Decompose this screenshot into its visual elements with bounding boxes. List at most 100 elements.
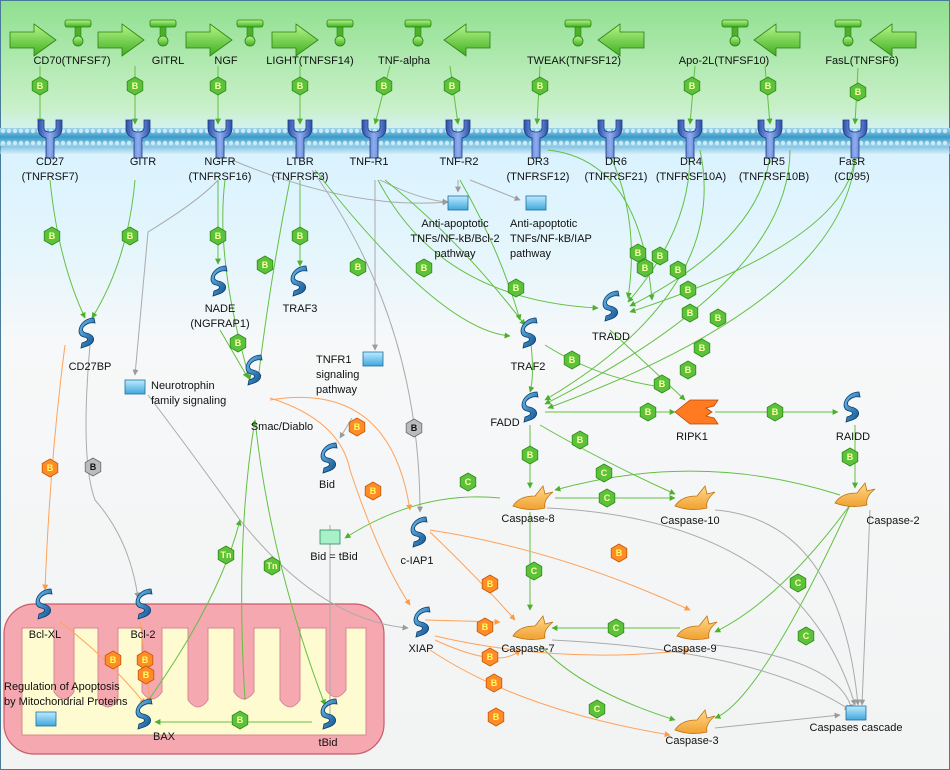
anti-apoptotic-bcl2-box [447, 195, 469, 211]
badge-1-text: B [132, 81, 139, 91]
caspase-label-3: Caspase-3 [665, 735, 718, 747]
ligand-label-7: FasL(TNFSF6) [825, 55, 898, 67]
bidtbid-label: Bid = tBid [310, 551, 357, 563]
badge-37-text: C [465, 477, 472, 487]
mitochondrion [3, 603, 385, 755]
ligand-label-6: Apo-2L(TNFSF10) [679, 55, 769, 67]
receptor-alt-7: (TNFRSF21) [585, 171, 648, 183]
edge-42 [539, 424, 676, 495]
protein-label-tradd: TRADD [592, 331, 630, 343]
protein-tbid-icon [320, 698, 338, 730]
badge-57-text: B [143, 670, 150, 680]
protein-fadd-icon [521, 391, 539, 423]
mito-regulation-box [35, 711, 57, 727]
receptor-name-8: DR4 [680, 156, 702, 168]
protein-traf3-icon [290, 265, 308, 297]
edge-65 [269, 397, 411, 606]
receptor-7-icon [597, 119, 623, 159]
ligand-arrow-light [271, 23, 319, 57]
badge-5: B [443, 76, 461, 96]
badge-11: B [121, 226, 139, 246]
badge-29: B [229, 333, 247, 353]
badge-22-text: B [685, 285, 692, 295]
badge-46-text: B [47, 463, 54, 473]
edge-16 [219, 329, 249, 379]
edge-55 [859, 509, 871, 706]
badge-7: B [683, 76, 701, 96]
badge-11-text: B [127, 231, 134, 241]
cascade-label: Caspases cascade [810, 722, 903, 734]
badge-49-text: B [616, 548, 623, 558]
neuro-label-1: Neurotrophin [151, 380, 215, 392]
badge-17-text: B [513, 283, 520, 293]
protein-ripk1-icon [674, 399, 719, 425]
receptor-name-1: GITR [130, 156, 156, 168]
edge-10 [49, 179, 86, 319]
anti1-label-1: Anti-apoptotic [421, 218, 489, 230]
receptor-alt-6: (TNFRSF12) [507, 171, 570, 183]
protein-label-traf3: TRAF3 [283, 303, 318, 315]
badge-26: B [563, 350, 581, 370]
badge-9: B [849, 82, 867, 102]
badge-24-text: B [715, 313, 722, 323]
receptor-5-icon [445, 119, 471, 159]
caspase-label-9: Caspase-9 [663, 643, 716, 655]
edge-22 [469, 179, 521, 201]
badge-40-text: C [795, 578, 802, 588]
badge-47: B [348, 417, 366, 437]
protein-label-bclxl: Bcl-XL [29, 629, 61, 641]
badge-54: B [487, 707, 505, 727]
protein-label-fadd: FADD [490, 417, 519, 429]
badge-45-text: Tn [267, 561, 278, 571]
caspase-label-2: Caspase-2 [866, 515, 919, 527]
badge-17: B [507, 278, 525, 298]
ligand-tee-gitrl [149, 19, 177, 47]
badge-32: B [571, 430, 589, 450]
tnfr1-pathway-box [362, 351, 384, 367]
ligand-arrow-apo2l [753, 23, 801, 57]
badge-4-text: B [381, 81, 388, 91]
badge-31-text: B [772, 407, 779, 417]
badge-40: C [789, 573, 807, 593]
protein-label-bax: BAX [153, 731, 176, 743]
badge-22: B [679, 280, 697, 300]
badge-31: B [766, 402, 784, 422]
ligand-tee-tnf [404, 19, 432, 47]
edge-54 [714, 509, 861, 706]
anti1-label-2: TNFs/NF-kB/Bcl-2 [410, 233, 499, 245]
receptor-3-icon [287, 119, 313, 159]
edge-26 [384, 179, 526, 326]
badge-13-text: B [297, 231, 304, 241]
protein-label-traf2: TRAF2 [511, 361, 546, 373]
badge-16-text: B [421, 263, 428, 273]
badge-23-text: B [687, 308, 694, 318]
edge-28 [609, 154, 632, 299]
protein-xiap-icon [413, 606, 431, 638]
edge-74 [241, 419, 258, 701]
edge-34 [544, 149, 791, 405]
edge-25 [377, 179, 599, 311]
badge-21: B [669, 260, 687, 280]
badge-49: B [610, 543, 628, 563]
badge-1: B [126, 76, 144, 96]
badge-13: B [291, 226, 309, 246]
ligand-arrow-gitrl [97, 23, 145, 57]
badge-53-text: B [491, 678, 498, 688]
edge-33 [544, 149, 705, 401]
ligand-label-3: LIGHT(TNFSF14) [266, 55, 353, 67]
badge-18: B [629, 243, 647, 263]
badge-9-text: B [855, 87, 862, 97]
badge-54-text: B [493, 712, 500, 722]
ligand-arrow-fasl [869, 23, 917, 57]
tnfr1-label-1: TNFR1 [316, 354, 351, 366]
edge-4 [373, 65, 391, 125]
badge-33: B [521, 445, 539, 465]
receptor-name-0: CD27 [36, 156, 64, 168]
badge-25: B [693, 338, 711, 358]
receptor-10-icon [842, 119, 868, 159]
protein-label-smac: Smac/Diablo [251, 421, 313, 433]
receptor-alt-2: (TNFRSF16) [189, 171, 252, 183]
caspases-cascade-box [845, 705, 867, 721]
